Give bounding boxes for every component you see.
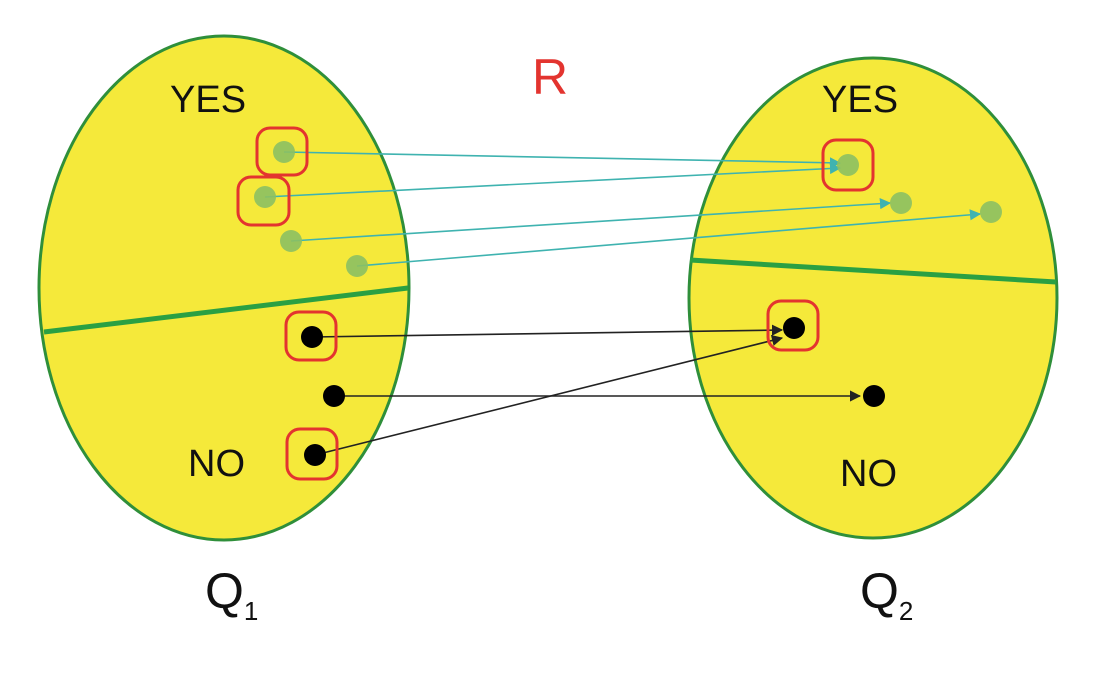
arrow-yes-3 <box>290 198 892 242</box>
right-yes-point <box>980 201 1002 223</box>
highlight-box <box>236 175 291 227</box>
highlight-box <box>766 299 820 352</box>
left-set-divider <box>43 285 409 335</box>
left-no-point <box>304 444 326 466</box>
right-yes-label: YES <box>822 79 898 121</box>
right-points <box>783 154 1002 407</box>
yes-arrows <box>264 151 982 267</box>
left-yes-label: YES <box>170 79 246 121</box>
right-set-name: Q2 <box>860 563 913 626</box>
arrow-no-1 <box>311 324 784 338</box>
arrow-yes-4 <box>356 209 982 267</box>
right-set-name-subscript: 2 <box>899 596 913 626</box>
right-set: YES NO <box>687 56 1059 540</box>
right-yes-point <box>890 192 912 214</box>
left-set-ellipse <box>37 34 411 542</box>
right-set-divider <box>689 257 1057 285</box>
highlight-box <box>821 138 875 192</box>
arrow-yes-2 <box>264 162 842 198</box>
highlight-box <box>255 126 309 177</box>
left-points <box>254 141 368 466</box>
left-no-point <box>301 326 323 348</box>
left-yes-point <box>280 230 302 252</box>
highlight-box <box>285 427 339 481</box>
right-no-label: NO <box>840 453 897 495</box>
left-set-name-subscript: 1 <box>244 596 258 626</box>
left-set-name: Q1 <box>205 563 258 626</box>
right-set-ellipse <box>687 56 1059 540</box>
left-set: YES NO <box>37 34 411 542</box>
right-no-point <box>783 317 805 339</box>
left-yes-point <box>254 186 276 208</box>
highlight-box <box>284 310 338 362</box>
left-yes-point <box>346 255 368 277</box>
highlight-boxes <box>236 126 875 481</box>
left-yes-point <box>273 141 295 163</box>
no-arrows <box>311 324 862 456</box>
arrow-yes-1 <box>283 151 842 169</box>
right-set-name-main: Q <box>860 563 899 619</box>
left-no-point <box>323 385 345 407</box>
relation-label: R <box>532 49 568 105</box>
left-set-name-main: Q <box>205 563 244 619</box>
arrow-no-3 <box>314 335 784 456</box>
right-no-point <box>863 385 885 407</box>
left-no-label: NO <box>188 443 245 485</box>
right-yes-point <box>837 154 859 176</box>
